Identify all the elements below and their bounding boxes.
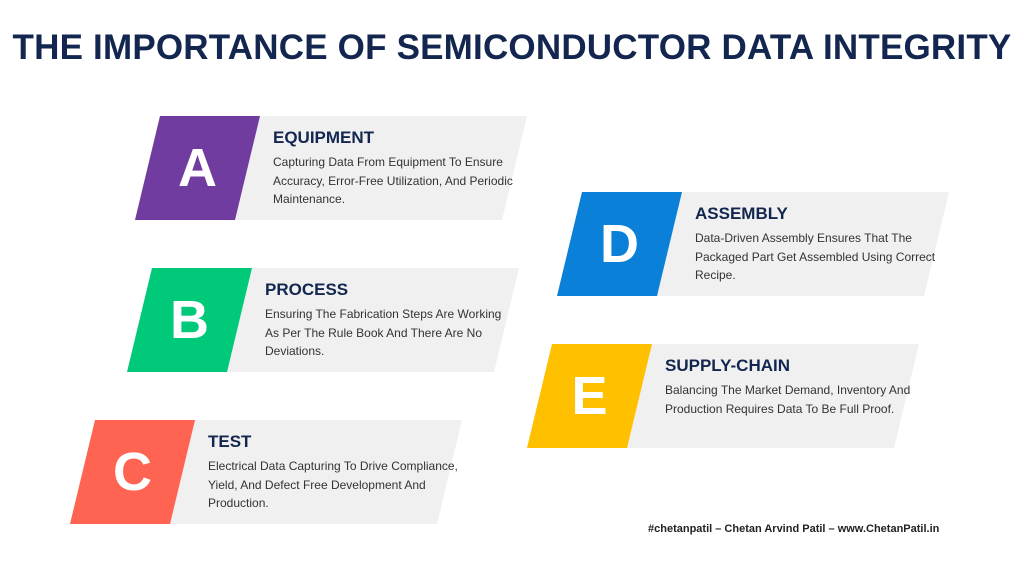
card-heading: PROCESS	[265, 280, 349, 299]
card-description: Ensuring The Fabrication Steps Are Worki…	[265, 307, 502, 358]
card-description: Capturing Data From Equipment To Ensure …	[273, 155, 513, 206]
card-description: Data-Driven Assembly Ensures That The Pa…	[695, 231, 936, 282]
card-description: Electrical Data Capturing To Drive Compl…	[208, 459, 458, 510]
card-heading: ASSEMBLY	[695, 204, 788, 223]
footer-credit: #chetanpatil – Chetan Arvind Patil – www…	[648, 523, 940, 535]
page-title: THE IMPORTANCE OF SEMICONDUCTOR DATA INT…	[12, 28, 1012, 67]
card-description: Balancing The Market Demand, Inventory A…	[665, 383, 911, 416]
card-heading: TEST	[208, 432, 252, 451]
card-heading: EQUIPMENT	[273, 128, 375, 147]
card-heading: SUPPLY-CHAIN	[665, 356, 791, 375]
